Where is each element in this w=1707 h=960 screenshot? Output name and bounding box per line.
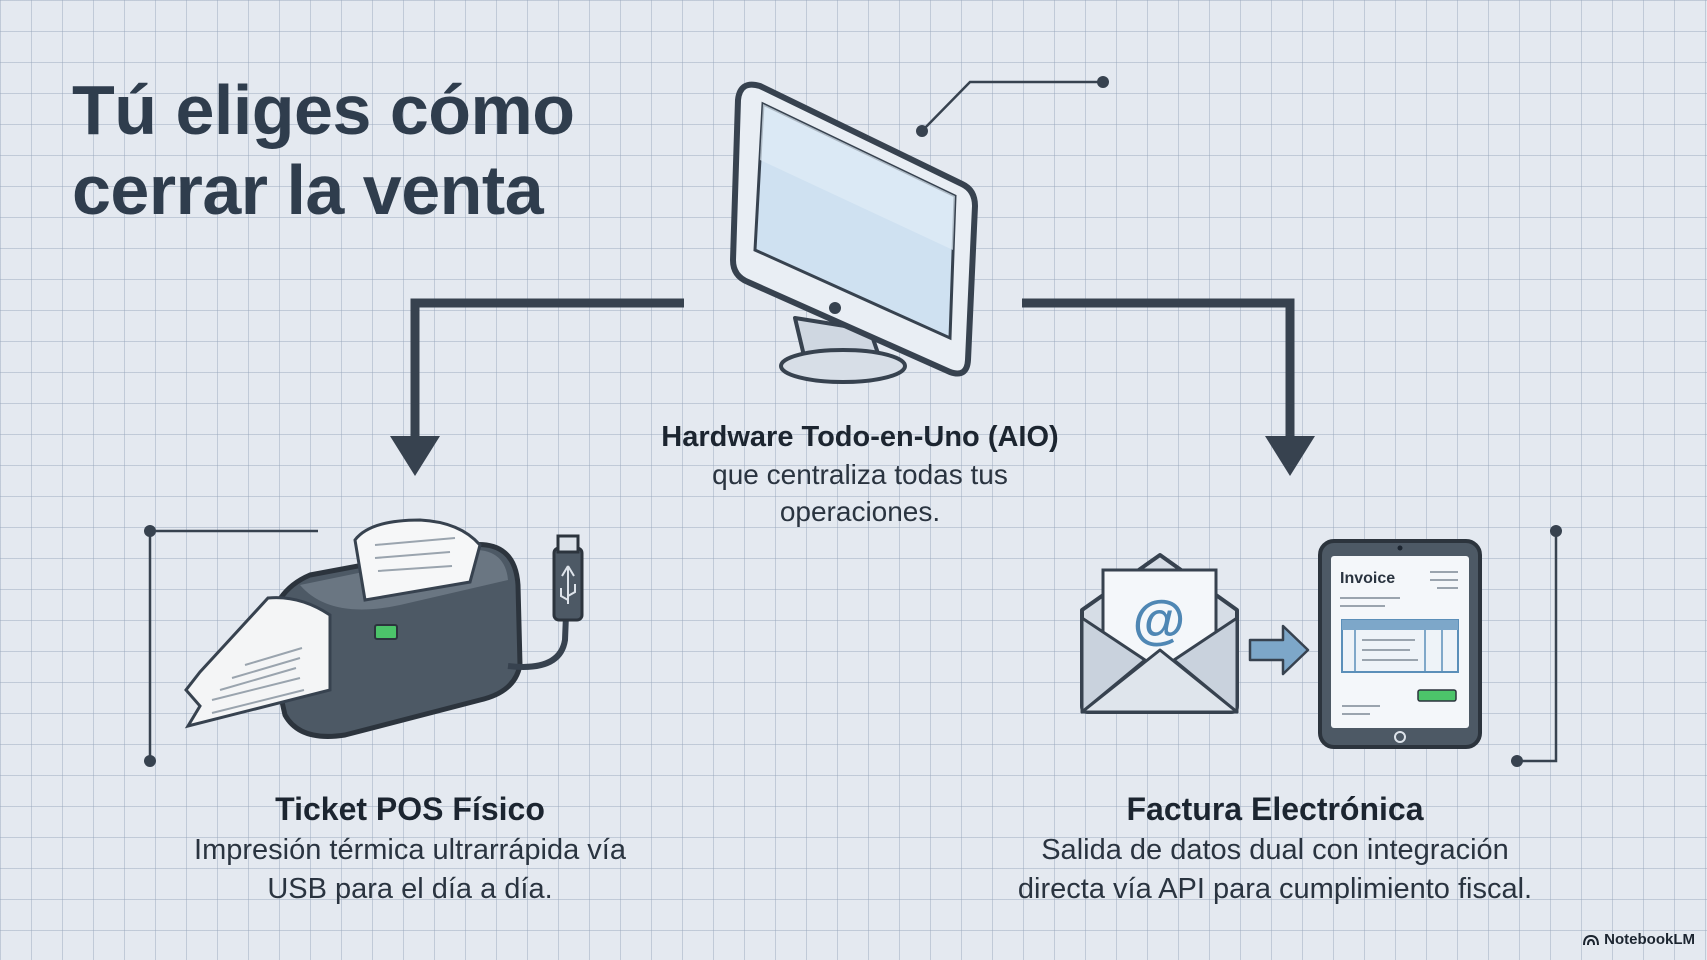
bracket-right <box>1511 525 1562 767</box>
email-at-symbol: @ <box>1133 590 1186 650</box>
notebooklm-logo-icon <box>1583 934 1600 945</box>
invoice-desc-line-1: Salida de datos dual con integración <box>1041 834 1509 866</box>
tablet-invoice-icon: Invoice <box>1318 539 1482 749</box>
aio-desc-line-1: que centraliza todas tus <box>712 459 1008 490</box>
ticket-heading: Ticket POS Físico <box>275 791 545 827</box>
ticket-desc-line-1: Impresión térmica ultrarrápida vía <box>194 834 626 866</box>
page-title: Tú eliges cómo cerrar la venta <box>72 70 712 230</box>
arrow-right-icon <box>1248 624 1310 676</box>
monitor-icon <box>730 81 978 384</box>
title-line-1: Tú eliges cómo <box>72 71 575 149</box>
callout-monitor <box>916 76 1109 137</box>
ticket-desc-line-2: USB para el día a día. <box>267 873 553 905</box>
invoice-heading: Factura Electrónica <box>1126 791 1424 827</box>
brand-label: NotebookLM <box>1604 931 1695 948</box>
aio-heading: Hardware Todo-en-Uno (AIO) <box>661 421 1059 453</box>
invoice-label: Invoice <box>1340 570 1395 587</box>
connector-right <box>1022 298 1315 476</box>
usb-plug-icon <box>507 534 584 670</box>
email-envelope-icon: @ <box>1080 553 1239 714</box>
bracket-left <box>144 525 318 767</box>
aio-desc-line-2: operaciones. <box>779 496 941 527</box>
title-line-2: cerrar la venta <box>72 151 544 229</box>
left-text-block: Ticket POS Físico Impresión térmica ultr… <box>130 787 690 909</box>
receipt-printer-icon <box>184 518 523 739</box>
right-text-block: Factura Electrónica Salida de datos dual… <box>960 787 1590 909</box>
center-text-block: Hardware Todo-en-Uno (AIO) que centraliz… <box>610 418 1110 530</box>
connector-left <box>390 298 684 476</box>
brand-watermark: NotebookLM <box>1583 931 1695 948</box>
invoice-desc-line-2: directa vía API para cumplimiento fiscal… <box>1017 873 1533 905</box>
